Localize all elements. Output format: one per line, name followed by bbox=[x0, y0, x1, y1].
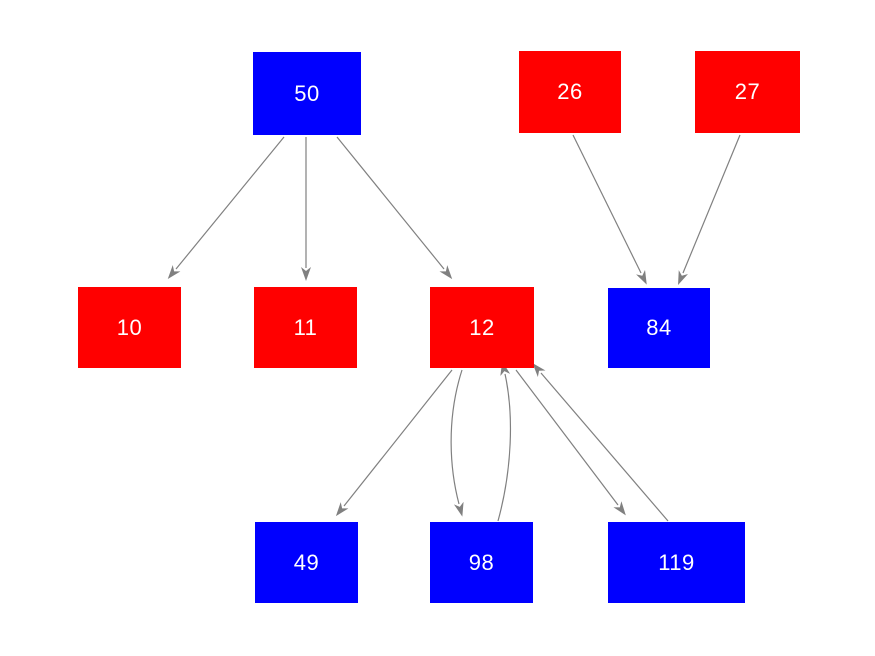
graph-edge-12-to-119 bbox=[515, 369, 626, 516]
graph-node-label: 26 bbox=[557, 79, 583, 104]
graph-node-label: 12 bbox=[469, 314, 495, 340]
graph-node-label: 27 bbox=[734, 79, 761, 104]
graph-node-119[interactable]: 119 bbox=[608, 522, 745, 603]
graph-node-26[interactable]: 26 bbox=[519, 51, 621, 133]
graph-edge-26-to-84 bbox=[572, 134, 647, 285]
graph-node-label: 98 bbox=[468, 549, 495, 575]
graph-edge-27-to-84 bbox=[678, 134, 741, 286]
graph-node-27[interactable]: 27 bbox=[695, 51, 800, 133]
graph-edge-119-to-12 bbox=[532, 363, 669, 522]
graph-node-49[interactable]: 49 bbox=[255, 522, 358, 603]
graph-edge-12-to-49 bbox=[335, 369, 453, 517]
graph-node-98[interactable]: 98 bbox=[430, 522, 533, 603]
graph-node-50[interactable]: 50 bbox=[253, 52, 361, 135]
graph-node-12[interactable]: 12 bbox=[430, 287, 534, 368]
graph-node-label: 50 bbox=[294, 80, 320, 106]
graph-edge-50-to-10 bbox=[167, 136, 285, 280]
graph-node-10[interactable]: 10 bbox=[78, 287, 181, 368]
graph-node-11[interactable]: 11 bbox=[254, 287, 357, 368]
graph-edge-12-to-98 bbox=[450, 369, 464, 517]
graph-node-label: 84 bbox=[646, 315, 672, 340]
graph-edge-50-to-12 bbox=[336, 136, 453, 280]
graph-edge-98-to-12 bbox=[497, 361, 512, 522]
graph-node-label: 49 bbox=[293, 549, 320, 575]
graph-node-label: 119 bbox=[658, 549, 695, 575]
graph-node-84[interactable]: 84 bbox=[608, 288, 710, 368]
graph-node-label: 11 bbox=[293, 314, 318, 340]
graph-node-label: 10 bbox=[116, 314, 143, 340]
